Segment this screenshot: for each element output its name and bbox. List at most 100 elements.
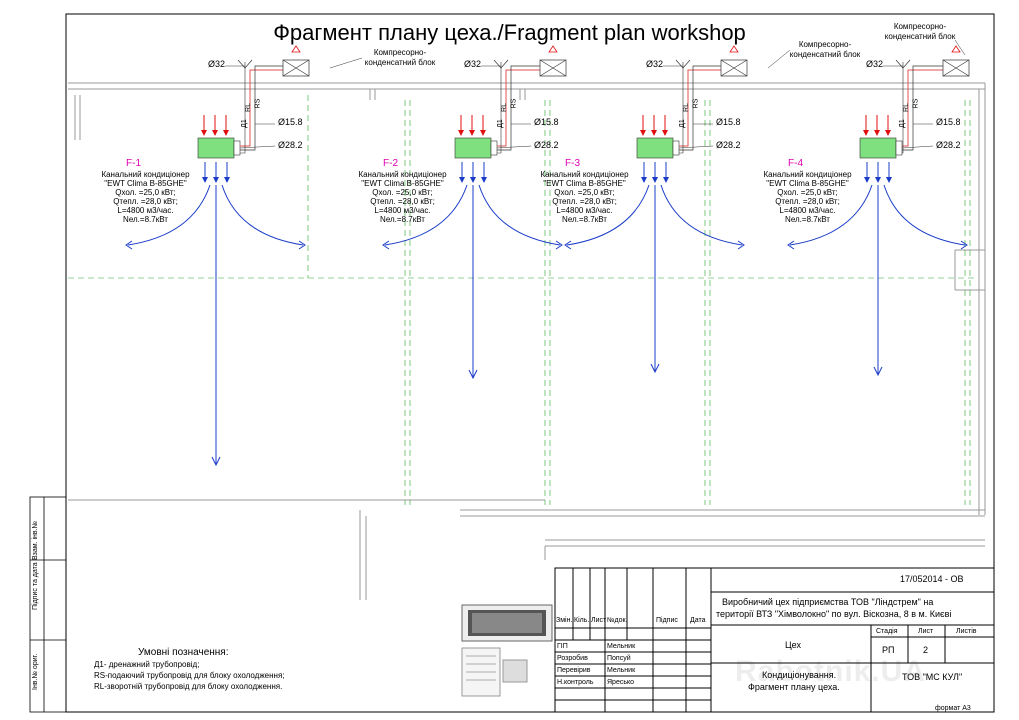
dim-32-f-2: Ø32	[464, 59, 482, 69]
legend-item-drain: Д1- дренажний трубопровід;	[94, 660, 200, 669]
drain-funnel-f-3	[675, 59, 691, 69]
compressor-fan-f-2	[548, 45, 558, 53]
pipe-rl-f-2	[497, 65, 540, 151]
unit-spec-f-2-1: "EWT Clima B-85GHE"	[361, 179, 444, 188]
pipe-rs-f-3	[679, 69, 721, 147]
spread-arrowhead-right-f-4	[960, 240, 968, 250]
spread-arrow-left-f-4	[789, 184, 873, 246]
spread-arrowhead-right-f-2	[555, 240, 563, 250]
rev-header-count: Кіль.	[574, 617, 590, 624]
outdoor-unit-image	[461, 647, 528, 697]
blue-arrowhead-f-3-1	[652, 177, 658, 183]
callout-leader-1	[329, 57, 363, 69]
role-norm-control: Н.контроль	[557, 679, 594, 686]
dim-32-f-3: Ø32	[646, 59, 664, 69]
unit-spec-f-4-2: Qхол. =25,0 кВт;	[777, 188, 838, 197]
spread-arrow-right-f-2	[478, 184, 561, 246]
compressor-label-0-a: Компресорно-	[373, 48, 427, 57]
sheets-header: Листів	[956, 628, 977, 635]
compressor-label-0-b: конденсатний блок	[364, 58, 436, 67]
blue-arrowhead-f-4-1	[875, 177, 881, 183]
doc-code: 17/052014 - ОВ	[900, 574, 964, 584]
role-chief-engineer: ГІП	[557, 643, 568, 650]
role-developer: Розробив	[557, 655, 588, 662]
drain-funnel-f-2	[493, 59, 509, 69]
rev-header-sheet: Лист	[591, 617, 607, 624]
blue-arrowhead-f-4-0	[864, 177, 870, 183]
spread-arrowhead-left-f-3	[564, 240, 572, 250]
red-arrowhead-f-1-1	[212, 130, 218, 136]
red-arrowhead-f-3-0	[640, 130, 646, 136]
project-line-1: Виробничий цех підприємства ТОВ "Ліндстр…	[722, 597, 934, 607]
spread-arrowhead-right-f-1	[298, 240, 306, 250]
sheet-header: Лист	[918, 628, 934, 635]
blue-arrowhead-f-1-2	[224, 177, 230, 183]
unit-label-f-3: F-3	[565, 158, 580, 169]
blue-arrowhead-f-4-2	[886, 177, 892, 183]
page-title: Фрагмент плану цеха./Fragment plan works…	[273, 20, 746, 45]
name-chief-engineer: Мельник	[607, 643, 636, 650]
sheet-value: 2	[923, 645, 929, 655]
pipe-rl-f-4	[902, 65, 943, 151]
spread-arrow-left-f-3	[566, 184, 650, 246]
red-arrowhead-f-3-2	[662, 130, 668, 136]
red-arrowhead-f-2-0	[458, 130, 464, 136]
throw-arrowhead-f-1	[211, 456, 221, 467]
unit-spec-f-4-0: Канальний кондиціонер	[763, 170, 852, 179]
compressor-label-1-b: конденсатний блок	[789, 50, 861, 59]
red-arrowhead-f-1-0	[201, 130, 207, 136]
unit-spec-f-2-2: Qхол. =25,0 кВт;	[372, 188, 433, 197]
pipe-rl-f-1	[240, 65, 283, 151]
blue-arrowhead-f-3-0	[641, 177, 647, 183]
throw-arrowhead-f-3	[650, 363, 660, 374]
dim-158-f-2: Ø15.8	[534, 117, 559, 127]
pipe-drain-f-2	[497, 62, 502, 154]
red-arrowhead-f-2-1	[469, 130, 475, 136]
unit-spec-f-2-4: L=4800 м3/час.	[374, 206, 431, 215]
compressor-label-2-b: конденсатний блок	[884, 32, 956, 41]
rev-header-signature: Підпис	[656, 617, 678, 624]
compressor-cross-f-2	[539, 59, 567, 77]
pipe-rs-f-4	[902, 69, 943, 147]
compressor-fan-f-4	[951, 45, 961, 53]
name-norm-control: Яресько	[607, 679, 635, 686]
object-name: Цех	[785, 640, 801, 650]
unit-spec-f-3-0: Канальний кондиціонер	[540, 170, 629, 179]
unit-spec-f-1-3: Qтепл. =28,0 кВт;	[113, 197, 178, 206]
unit-spec-f-1-0: Канальний кондиціонер	[101, 170, 190, 179]
dim-282-f-4: Ø28.2	[936, 140, 961, 150]
drain-funnel-f-1	[237, 59, 253, 69]
spread-arrowhead-left-f-2	[382, 240, 390, 250]
spread-arrow-right-f-3	[660, 184, 743, 246]
rev-header-date: Дата	[690, 617, 706, 624]
blue-arrowhead-f-2-2	[481, 177, 487, 183]
unit-spec-f-1-1: "EWT Clima B-85GHE"	[104, 179, 187, 188]
callout-leader-3	[954, 39, 966, 56]
blue-arrowhead-f-2-0	[459, 177, 465, 183]
unit-spec-f-2-5: Nел.=8.7кВт	[380, 215, 425, 224]
unit-spec-f-1-4: L=4800 м3/час.	[117, 206, 174, 215]
sheet-title-line-1: Кондиціонування.	[762, 670, 837, 680]
throw-arrowhead-f-4	[873, 366, 883, 377]
pipe-drain-f-3	[679, 62, 684, 154]
name-checker: Мельник	[607, 667, 636, 674]
unit-label-f-1: F-1	[126, 158, 141, 169]
red-arrowhead-f-4-1	[874, 130, 880, 136]
leader-282-f-4	[901, 145, 934, 149]
project-line-2: території ВТЗ "Хімволокно" по вул. Віско…	[716, 609, 952, 619]
name-developer: Попсуй	[607, 655, 631, 662]
dim-32-f-1: Ø32	[208, 59, 226, 69]
rev-header-doc: №док.	[607, 617, 628, 624]
spread-arrow-right-f-4	[883, 184, 966, 246]
format-label: формат А3	[935, 705, 971, 712]
pipe-drain-f-1	[240, 62, 246, 154]
legend-item-return: RL-зворотній трубопровід для блоку охоло…	[94, 682, 283, 691]
spread-arrowhead-right-f-3	[737, 240, 745, 250]
compressor-fan-f-3	[729, 45, 739, 53]
unit-spec-f-3-3: Qтепл. =28,0 кВт;	[552, 197, 617, 206]
dim-158-f-4: Ø15.8	[936, 117, 961, 127]
unit-spec-f-4-4: L=4800 м3/час.	[779, 206, 836, 215]
compressor-cross-f-4	[942, 59, 970, 77]
callout-leader-2	[767, 49, 791, 69]
